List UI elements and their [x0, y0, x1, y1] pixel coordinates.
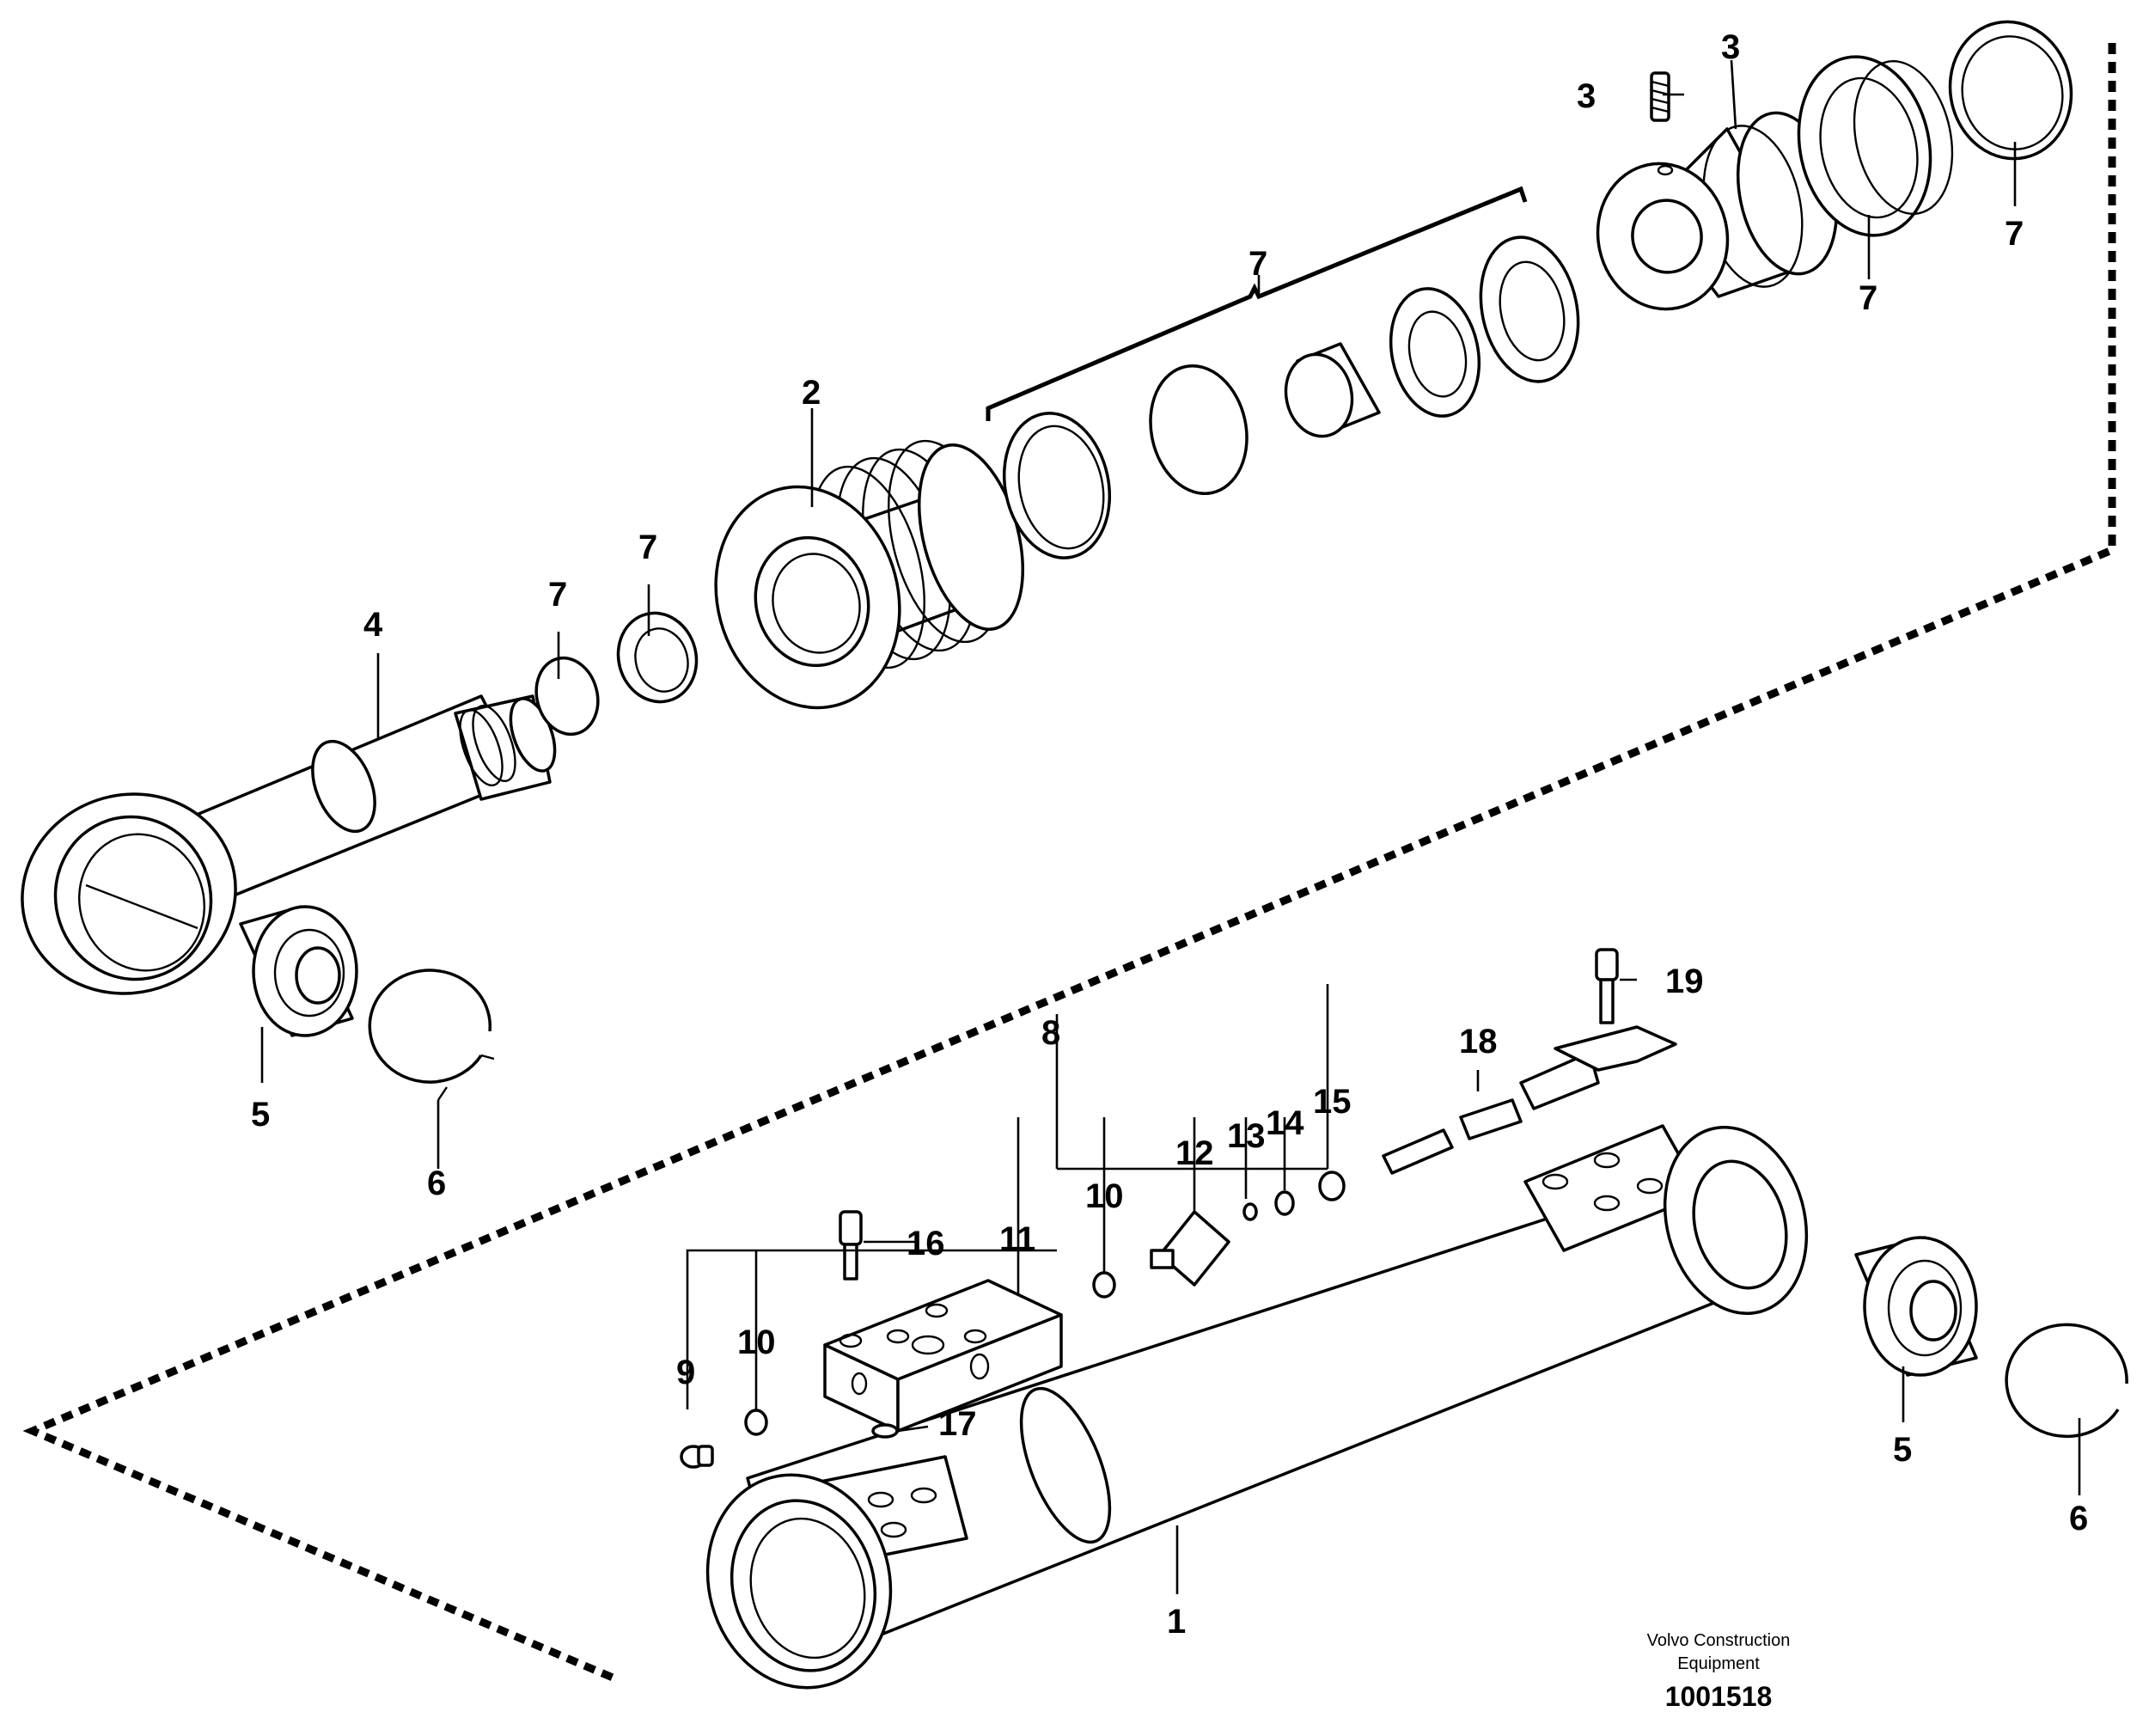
part-16-bolt [839, 1210, 863, 1281]
part-7-seal-d [1479, 235, 1580, 383]
part-7-guide-ring [1797, 55, 1954, 237]
part-7-ring-rod [534, 656, 600, 737]
callout-18: 18 [1459, 1023, 1498, 1061]
part-1-cylinder-tube [705, 1124, 1809, 1690]
callout-7-wear: 7 [2005, 215, 2024, 253]
credit-line-1: Volvo Construction [1647, 1631, 1791, 1650]
part-3-set-screw [1650, 71, 1670, 122]
callout-19: 19 [1665, 963, 1704, 1000]
part-6-circlip-upper [368, 969, 495, 1101]
bracket-7-kit [986, 186, 1528, 421]
callout-2: 2 [802, 374, 821, 412]
part-17-o-ring [871, 1423, 899, 1439]
callout-10-right: 10 [1085, 1177, 1124, 1215]
callout-3-screw: 3 [1577, 77, 1596, 115]
callout-15: 15 [1313, 1083, 1352, 1121]
part-6-circlip-lower [2005, 1323, 2128, 1439]
callout-17: 17 [938, 1405, 977, 1443]
assembly-dash-line [22, 43, 2116, 1684]
callout-5-upper: 5 [251, 1096, 270, 1134]
credit-block: Volvo Construction Equipment 1001518 [1647, 1631, 1791, 1712]
callout-labels: 1 2 3 3 4 5 5 6 6 7 7 7 7 7 8 9 10 10 11… [251, 28, 2088, 1641]
part-9-plug [680, 1445, 714, 1469]
callout-6-upper: 6 [427, 1164, 446, 1202]
part-18-hydraulic-line [1382, 1025, 1677, 1175]
part-5-bearing-upper [239, 905, 358, 1037]
part-11-valve-block [823, 1279, 1063, 1433]
callout-4: 4 [363, 606, 383, 644]
callout-16: 16 [907, 1225, 945, 1262]
part-7-seal-c [1389, 287, 1481, 418]
callout-7-rod-ring: 7 [548, 576, 567, 614]
callout-7-kit: 7 [1248, 245, 1267, 283]
part-5-bearing-lower [1854, 1236, 1978, 1377]
callout-9: 9 [676, 1354, 695, 1391]
callout-1: 1 [1167, 1603, 1186, 1641]
part-19-bolt [1595, 948, 1619, 1024]
part-7-bushing [1284, 342, 1381, 438]
part-13-seal [1242, 1202, 1258, 1221]
callout-8: 8 [1041, 1014, 1060, 1052]
reference-number: 1001518 [1665, 1681, 1773, 1712]
part-7-wear-ring [1948, 20, 2073, 161]
part-7-seal-rod [616, 611, 699, 704]
part-10-washer-right [1092, 1271, 1116, 1299]
callout-11: 11 [999, 1220, 1035, 1258]
leader-lines [260, 59, 2081, 1594]
callout-13: 13 [1227, 1117, 1266, 1155]
part-7-ring-b [1149, 364, 1248, 495]
callout-5-lower: 5 [1893, 1431, 1912, 1469]
callout-10-left: 10 [737, 1323, 776, 1361]
callout-6-lower: 6 [2069, 1500, 2088, 1537]
part-10-washer-left [744, 1409, 768, 1436]
part-14-seal [1274, 1190, 1295, 1216]
part-15-seal [1318, 1171, 1346, 1201]
part-4-piston-rod [21, 694, 557, 995]
callout-7-rod-seal: 7 [638, 529, 657, 566]
credit-line-2: Equipment [1677, 1654, 1760, 1673]
part-2-piston [714, 439, 1025, 710]
callout-7-guide: 7 [1859, 279, 1877, 317]
part-12-adapter [1150, 1210, 1230, 1287]
callout-3-nut: 3 [1721, 28, 1740, 66]
part-7-ring-a [1002, 412, 1112, 559]
callout-14: 14 [1266, 1104, 1304, 1142]
callout-12: 12 [1175, 1134, 1214, 1172]
